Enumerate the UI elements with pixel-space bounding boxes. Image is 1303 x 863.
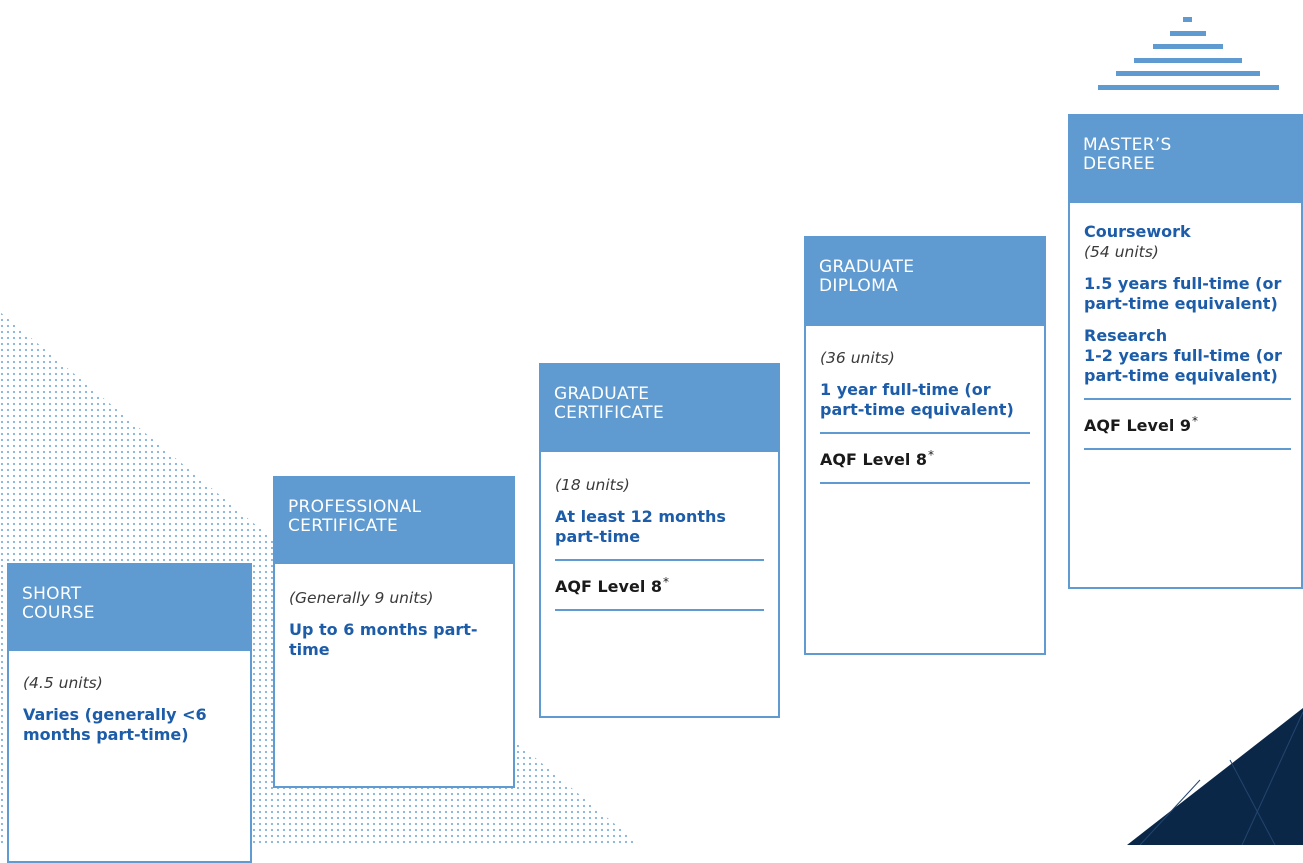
professional-certificate-header: PROFESSIONAL CERTIFICATE (273, 476, 515, 564)
step-short-course: SHORT COURSE (4.5 units) Varies (general… (7, 563, 252, 863)
graduate-diploma-duration: 1 year full-time (or part-time equivalen… (820, 380, 1014, 419)
professional-certificate-title: PROFESSIONAL CERTIFICATE (288, 497, 422, 536)
masters-degree-title: MASTER’S DEGREE (1083, 135, 1172, 174)
professional-certificate-units: (Generally 9 units) (289, 589, 434, 607)
masters-degree-aqf: AQF Level 9 (1084, 416, 1191, 435)
short-course-units: (4.5 units) (23, 674, 103, 692)
short-course-title: SHORT COURSE (22, 584, 95, 623)
graduate-certificate-aqf-footnote-mark: * (663, 575, 669, 589)
masters-degree-aqf-box: AQF Level 9* (1084, 398, 1291, 450)
graduate-certificate-title: GRADUATE CERTIFICATE (554, 384, 664, 423)
graduate-certificate-header: GRADUATE CERTIFICATE (539, 363, 780, 452)
graduate-diploma-aqf-footnote-mark: * (928, 448, 934, 462)
stair-pyramid-icon (1097, 14, 1279, 100)
professional-certificate-duration: Up to 6 months part-time (289, 620, 478, 659)
graduate-diploma-aqf: AQF Level 8 (820, 450, 927, 469)
dark-corner-shape (1127, 708, 1303, 845)
graduate-certificate-aqf-box: AQF Level 8* (555, 559, 764, 611)
masters-degree-aqf-footnote-mark: * (1192, 414, 1198, 428)
graduate-diploma-title: GRADUATE DIPLOMA (819, 257, 915, 296)
masters-coursework-units: (54 units) (1084, 243, 1159, 261)
graduate-diploma-units: (36 units) (820, 349, 895, 367)
short-course-duration: Varies (generally <6 months part-time) (23, 705, 207, 744)
masters-research-label: Research (1084, 326, 1168, 345)
short-course-header: SHORT COURSE (7, 563, 252, 651)
masters-coursework-label: Coursework (1084, 222, 1191, 241)
step-graduate-diploma: GRADUATE DIPLOMA (36 units) 1 year full-… (804, 236, 1046, 655)
graduate-diploma-header: GRADUATE DIPLOMA (804, 236, 1046, 326)
graduate-certificate-duration: At least 12 months part-time (555, 507, 726, 546)
step-professional-certificate: PROFESSIONAL CERTIFICATE (Generally 9 un… (273, 476, 515, 788)
masters-research-duration: 1-2 years full-time (or part-time equiva… (1084, 346, 1282, 385)
graduate-diploma-aqf-box: AQF Level 8* (820, 432, 1030, 484)
graduate-certificate-aqf: AQF Level 8 (555, 577, 662, 596)
masters-degree-header: MASTER’S DEGREE (1068, 114, 1303, 203)
masters-coursework-duration: 1.5 years full-time (or part-time equiva… (1084, 274, 1282, 313)
graduate-certificate-units: (18 units) (555, 476, 630, 494)
step-graduate-certificate: GRADUATE CERTIFICATE (18 units) At least… (539, 363, 780, 718)
step-masters-degree: MASTER’S DEGREE Coursework (54 units) 1.… (1068, 114, 1303, 589)
